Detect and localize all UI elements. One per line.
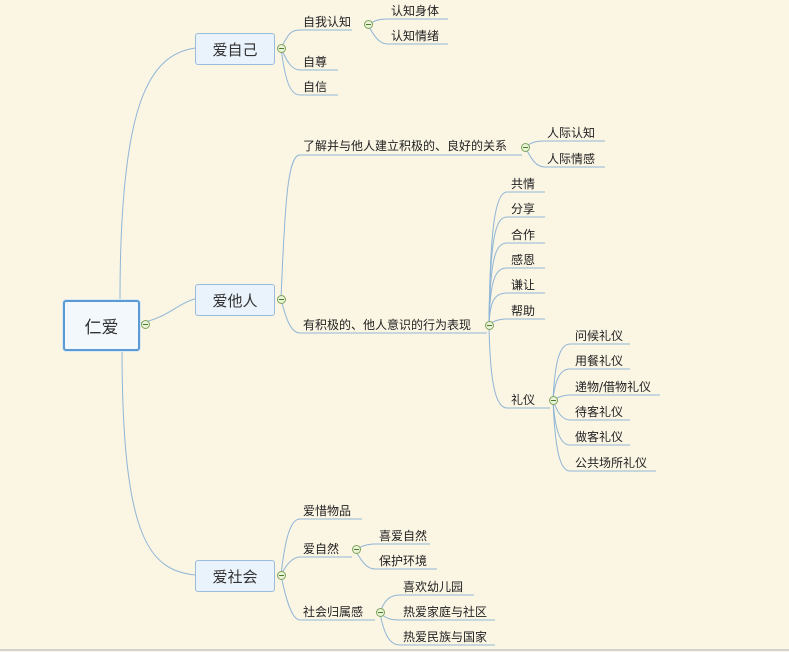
connector-self-cognition — [280, 29, 352, 49]
topic-leaf[interactable]: 用餐礼仪 — [575, 354, 624, 368]
topic-leaf[interactable]: 谦让 — [511, 278, 536, 292]
topic-leaf[interactable]: 共情 — [511, 177, 536, 191]
topic-society-cherish[interactable]: 爱惜物品 — [303, 504, 352, 518]
connector-society-belonging — [280, 574, 375, 621]
collapse-toggle-icon[interactable] — [277, 295, 286, 304]
topic-leaf[interactable]: 做客礼仪 — [575, 430, 624, 444]
topic-leaf[interactable]: 人际认知 — [547, 126, 596, 140]
connector-self-confidence — [280, 47, 338, 96]
topic-etiquette[interactable]: 礼仪 — [511, 393, 536, 407]
connector-society-cherish — [280, 518, 362, 576]
collapse-toggle-icon[interactable] — [141, 320, 150, 329]
collapse-toggle-icon[interactable] — [485, 321, 494, 330]
topic-leaf[interactable]: 感恩 — [511, 253, 536, 267]
connector-root-self — [119, 47, 196, 301]
connector-others-relations — [280, 154, 522, 300]
topic-leaf[interactable]: 分享 — [511, 202, 536, 216]
collapse-toggle-icon[interactable] — [277, 44, 286, 53]
topic-society-belonging[interactable]: 社会归属感 — [303, 605, 364, 619]
collapse-toggle-icon[interactable] — [352, 545, 361, 554]
connector-behavior-etiquette — [488, 324, 550, 409]
topic-others-relations[interactable]: 了解并与他人建立积极的、良好的关系 — [303, 139, 508, 153]
topic-self-confidence[interactable]: 自信 — [303, 80, 328, 94]
collapse-toggle-icon[interactable] — [376, 608, 385, 617]
branch-node-self[interactable]: 爱自己 — [195, 33, 275, 65]
collapse-toggle-icon[interactable] — [277, 571, 286, 580]
branch-node-society[interactable]: 爱社会 — [195, 560, 275, 592]
topic-leaf[interactable]: 认知情绪 — [391, 29, 440, 43]
topic-society-nature[interactable]: 爱自然 — [303, 542, 340, 556]
branch-node-label: 爱社会 — [212, 567, 258, 586]
topic-leaf[interactable]: 认知身体 — [391, 4, 440, 18]
topic-leaf[interactable]: 合作 — [511, 228, 536, 242]
topic-leaf[interactable]: 递物/借物礼仪 — [575, 380, 652, 394]
branch-node-others[interactable]: 爱他人 — [195, 284, 275, 316]
topic-leaf[interactable]: 喜欢幼儿园 — [403, 580, 464, 594]
root-node[interactable]: 仁爱 — [63, 300, 140, 351]
collapse-toggle-icon[interactable] — [364, 20, 373, 29]
connector-society-nature — [280, 556, 352, 576]
collapse-toggle-icon[interactable] — [521, 143, 530, 152]
topic-self-respect[interactable]: 自尊 — [303, 55, 328, 69]
collapse-toggle-icon[interactable] — [549, 396, 558, 405]
topic-leaf[interactable]: 热爱家庭与社区 — [403, 605, 488, 619]
topic-leaf[interactable]: 保护环境 — [379, 554, 428, 568]
topic-leaf[interactable]: 帮助 — [511, 304, 536, 318]
branch-node-label: 爱自己 — [212, 40, 258, 59]
connector-root-society — [121, 347, 196, 576]
topic-leaf[interactable]: 公共场所礼仪 — [575, 456, 648, 470]
topic-self-cognition[interactable]: 自我认知 — [303, 15, 352, 29]
topic-leaf[interactable]: 问候礼仪 — [575, 329, 624, 343]
root-node-label: 仁爱 — [84, 318, 119, 338]
topic-leaf[interactable]: 喜爱自然 — [379, 529, 428, 543]
topic-leaf[interactable]: 待客礼仪 — [575, 405, 624, 419]
topic-others-behavior[interactable]: 有积极的、他人意识的行为表现 — [303, 318, 472, 332]
branch-node-label: 爱他人 — [212, 291, 258, 310]
connector-others-behavior — [280, 298, 487, 334]
topic-leaf[interactable]: 人际情感 — [547, 152, 596, 166]
topic-leaf[interactable]: 热爱民族与国家 — [403, 630, 488, 644]
